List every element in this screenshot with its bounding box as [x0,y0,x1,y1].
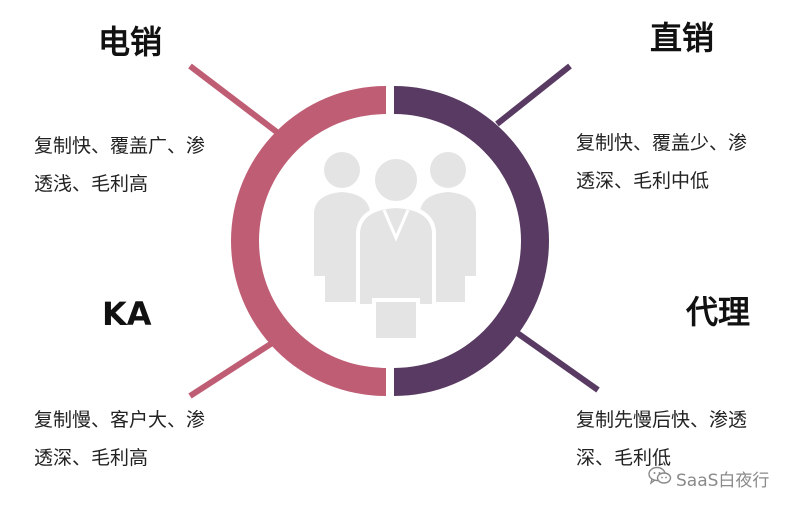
desc-dianxiao-line-2: 透浅、毛利高 [34,173,149,195]
desc-ka: 复制慢、客户大、渗 透深、毛利高 [34,401,205,477]
people-group-icon [314,152,476,342]
connector-line-bottom-right [511,327,600,393]
watermark: SaaS白夜行 [648,466,769,491]
title-daili: 代理 [686,293,751,331]
title-dianxiao: 电销 [98,23,163,61]
connector-line-top-right [495,63,572,127]
desc-dianxiao: 复制快、覆盖广、渗 透浅、毛利高 [34,127,205,203]
watermark-text: SaaS白夜行 [676,471,770,491]
desc-zhixiao-line-1: 复制快、覆盖少、渗 [576,132,748,154]
connector-line-bottom-left [188,335,282,399]
desc-daili: 复制先慢后快、渗透 深、毛利低 [576,401,747,477]
title-zhixiao: 直销 [650,19,715,57]
desc-daili-line-2: 深、毛利低 [576,447,672,469]
title-ka: KA [102,295,152,333]
desc-ka-line-2: 透深、毛利高 [34,447,149,469]
ring-left-half [231,86,386,396]
desc-zhixiao-line-2: 透深、毛利中低 [576,170,710,192]
desc-dianxiao-line-1: 复制快、覆盖广、渗 [34,135,206,157]
desc-zhixiao: 复制快、覆盖少、渗 透深、毛利中低 [576,124,747,200]
connector-line-top-left [188,63,284,139]
desc-daili-line-1: 复制先慢后快、渗透 [576,409,748,431]
ring-right-half [394,86,549,396]
desc-ka-line-1: 复制慢、客户大、渗 [34,409,206,431]
wechat-icon [648,466,672,491]
